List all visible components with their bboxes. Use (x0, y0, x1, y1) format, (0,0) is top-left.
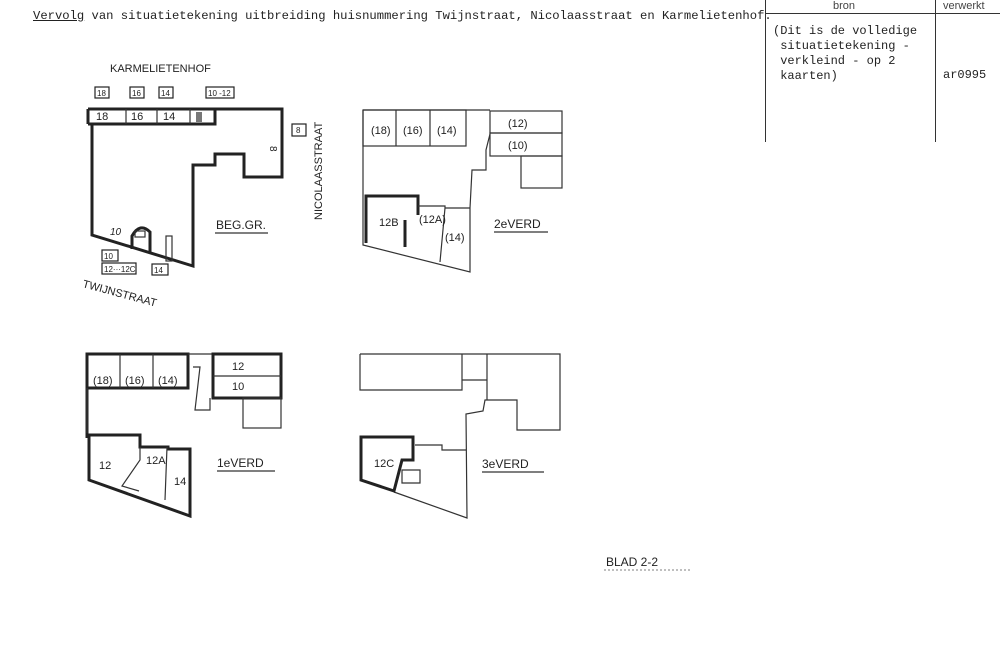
room-label: 12 (232, 361, 244, 373)
door-label: 8 (267, 146, 278, 152)
plan-title: BEG.GR. (216, 218, 266, 232)
number-tag: 16 (132, 89, 141, 98)
number-tag: 8 (296, 126, 301, 135)
bron-text: (Dit is de volledige situatietekening - … (773, 24, 918, 83)
table-divider (765, 0, 766, 142)
title-underlined-word: Vervolg (33, 9, 85, 23)
plan-second-floor: (18) (16) (14) (12) (10) 12B (12A) (14) … (362, 109, 563, 273)
plan-first-floor: (18) (16) (14) 12 10 12 12A 14 1eVERD (85, 352, 283, 519)
room-label: (12) (508, 118, 528, 130)
plan-title: 2eVERD (494, 217, 541, 231)
room-label: 12 (99, 460, 111, 472)
number-tag: 10 -12 (208, 89, 231, 98)
room-label: 10 (232, 381, 244, 393)
number-tag: 14 (161, 89, 170, 98)
document-title: Vervolg van situatietekening uitbreiding… (33, 9, 772, 23)
room-label: (16) (403, 125, 423, 137)
plan-third-floor: 12C 3eVERD (359, 353, 561, 519)
table-header-line (765, 13, 1000, 14)
room-label: (12A) (419, 214, 446, 226)
room-label: (10) (508, 140, 528, 152)
number-tag: 14 (154, 266, 163, 275)
verwerkt-code: ar0995 (943, 68, 987, 82)
door-label: 10 (110, 227, 122, 238)
table-divider (935, 0, 936, 142)
title-text: van situatietekening uitbreiding huisnum… (84, 9, 772, 23)
number-tag: 10 (104, 252, 113, 261)
room-label: (14) (445, 232, 465, 244)
street-karmelietenhof: KARMELIETENHOF (110, 63, 211, 75)
room-label: (14) (437, 125, 457, 137)
column-header-bron: bron (833, 0, 856, 12)
room-label: 14 (163, 111, 175, 123)
plan-title: 1eVERD (217, 456, 264, 470)
room-label: (18) (93, 375, 113, 387)
room-label: 14 (174, 476, 186, 488)
room-label: 18 (96, 111, 108, 123)
room-label: 16 (131, 111, 143, 123)
street-twijnstraat: TWIJNSTRAAT (81, 278, 158, 309)
sheet-number: BLAD 2-2 (606, 555, 658, 569)
room-label: (16) (125, 375, 145, 387)
room-label: (18) (371, 125, 391, 137)
plan-title: 3eVERD (482, 457, 529, 471)
room-label: 12B (379, 217, 399, 229)
number-tag: 18 (97, 89, 106, 98)
plan-ground-floor: 18 16 14 18 16 14 10 -12 8 10 12···12C 1… (81, 63, 325, 310)
street-nicolaasstraat: NICOLAASSTRAAT (313, 122, 325, 220)
column-header-verwerkt: verwerkt (943, 0, 985, 12)
number-tag: 12···12C (104, 265, 136, 274)
room-label: 12A (146, 455, 166, 467)
room-label: 12C (374, 458, 394, 470)
room-label: (14) (158, 375, 178, 387)
